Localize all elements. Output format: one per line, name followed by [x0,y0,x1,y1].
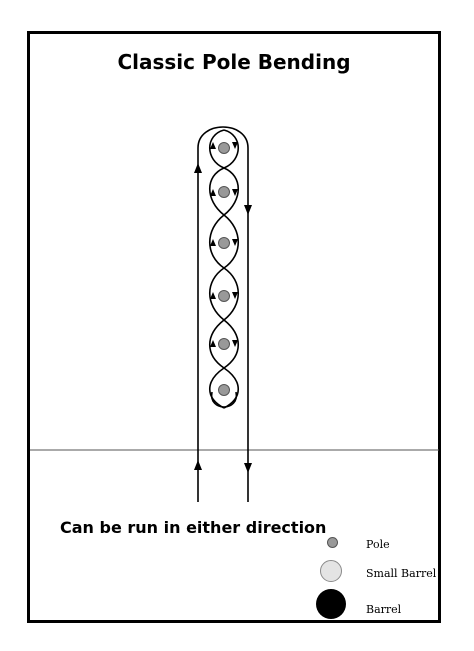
arrow-up-left-bottom [194,460,202,470]
pole-icon [327,537,338,548]
weave-arrow-6 [232,239,238,246]
pole-marker [218,237,230,249]
weave-arrow-4 [232,189,238,196]
arrow-up-left-top [194,163,202,173]
legend-barrel-label: Barrel [366,603,402,616]
pole-marker [218,186,230,198]
weave-arrow-5 [210,239,216,246]
weave-arrow-1 [210,142,216,149]
weave-arrow-7 [210,292,216,299]
weave-path-b [208,129,239,409]
weave-arrow-8 [232,292,238,299]
pole-marker [218,142,230,154]
arrow-down-right-bottom [244,463,252,473]
direction-caption: Can be run in either direction [60,518,327,537]
weave-arrow-9 [210,340,216,347]
poles-group [218,142,230,396]
legend-small-barrel-label: Small Barrel [366,567,437,580]
bottom-turn-path [211,391,237,408]
arrow-down-right-top [244,205,252,215]
diagram-title: Classic Pole Bending [117,50,351,74]
weave-arrow-10 [232,340,238,347]
pole-marker [218,384,230,396]
pole-marker [218,338,230,350]
pole-marker [218,290,230,302]
top-turn-path [197,126,249,149]
weave-arrow-3 [210,189,216,196]
barrel-icon [316,589,346,619]
legend-pole-label: Pole [366,538,390,551]
weave-arrow-2 [232,142,238,149]
weave-path-a [209,129,240,409]
small-barrel-icon [320,560,342,582]
